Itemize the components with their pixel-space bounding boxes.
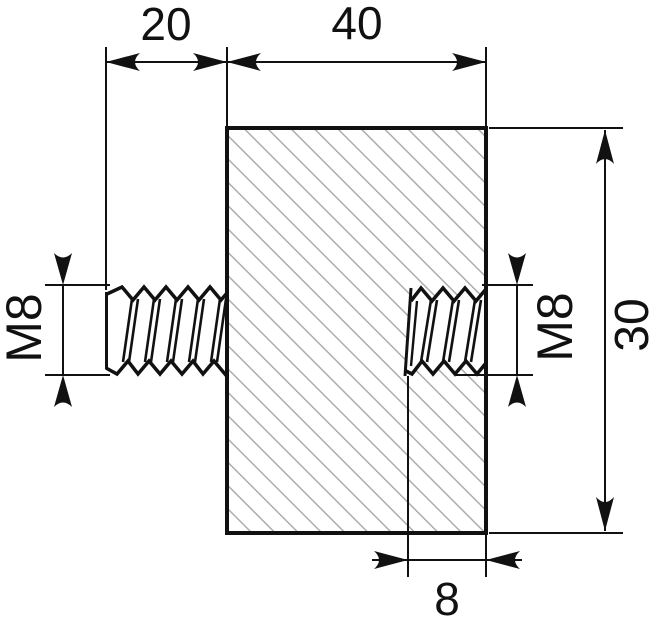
right-thread-end-slant xyxy=(403,287,413,377)
arrowhead xyxy=(486,551,520,569)
stud-top-crests xyxy=(106,284,229,303)
arrowhead xyxy=(54,253,72,285)
dim-stud-length xyxy=(105,47,228,290)
label-thread-right: M8 xyxy=(527,292,583,362)
left-stud-thread xyxy=(105,284,229,377)
right-thread-hole xyxy=(403,285,488,377)
label-thread-depth: 8 xyxy=(434,573,460,625)
arrowhead xyxy=(227,53,261,71)
right-thread-flanks xyxy=(419,299,483,363)
stud-bottom-crests xyxy=(105,358,229,377)
arrowhead xyxy=(508,253,526,285)
arrowhead xyxy=(508,375,526,407)
label-stud-length: 20 xyxy=(140,0,192,50)
arrowhead xyxy=(106,53,140,71)
dim-thread-depth xyxy=(372,376,522,577)
dim-body-height xyxy=(489,127,623,534)
dim-thread-right xyxy=(456,253,533,407)
right-thread-inner-slant xyxy=(409,300,419,367)
arrowhead xyxy=(374,551,408,569)
stud-thread-flanks xyxy=(121,298,228,363)
arrowhead xyxy=(596,497,614,531)
dim-body-width xyxy=(227,47,487,126)
body-outline xyxy=(225,126,488,535)
arrowhead xyxy=(193,53,227,71)
right-thread-top-crests xyxy=(409,285,488,304)
arrowhead xyxy=(452,53,486,71)
label-thread-left: M8 xyxy=(0,293,52,363)
arrowhead xyxy=(54,375,72,407)
arrowhead xyxy=(596,130,614,164)
label-body-height: 30 xyxy=(606,298,659,352)
dim-thread-left xyxy=(45,253,110,407)
label-body-width: 40 xyxy=(331,0,383,49)
